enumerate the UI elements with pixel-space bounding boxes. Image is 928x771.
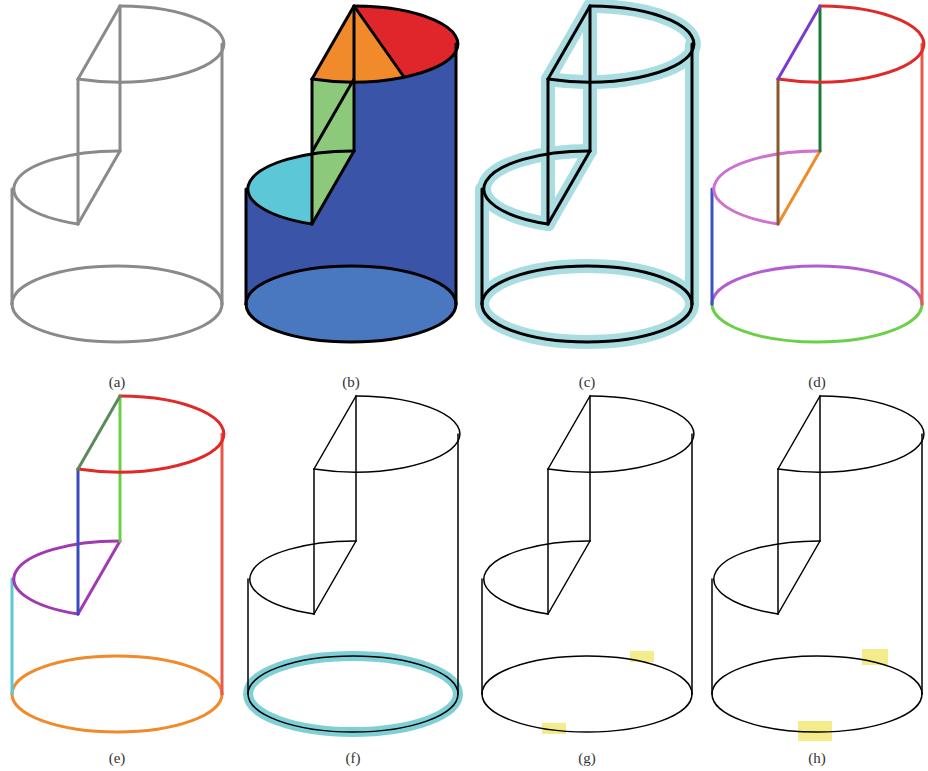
stroke-segment	[78, 396, 224, 472]
stroke-segment	[712, 304, 922, 342]
panel-label: (c)	[579, 373, 596, 391]
panel-label: (h)	[808, 749, 826, 767]
stroke-halo	[482, 6, 694, 342]
sketch-b	[246, 6, 458, 342]
stroke-segment	[778, 151, 820, 224]
panel-label: (g)	[578, 749, 596, 767]
orange-face	[312, 6, 404, 82]
stroke-sketch	[12, 6, 224, 342]
stroke-segment	[12, 694, 222, 732]
stroke-segment	[778, 6, 820, 79]
stroke-segment	[778, 6, 924, 82]
stroke-segment	[712, 266, 922, 304]
stroke-segment	[714, 151, 820, 224]
stroke-sketch	[246, 6, 458, 342]
stroke-sketch	[482, 6, 694, 342]
sketch-g	[482, 396, 694, 734]
sketch-a	[12, 6, 224, 342]
panel-label: (b)	[342, 373, 360, 391]
stroke-segment	[819, 6, 822, 151]
stroke-segment	[221, 434, 224, 694]
stroke-segment	[77, 469, 80, 614]
stroke-segment	[119, 396, 122, 541]
stroke-segment	[777, 79, 780, 224]
stroke-segment	[14, 541, 120, 614]
stroke-segment	[11, 579, 14, 694]
stroke-segment	[78, 541, 120, 614]
stroke-clean	[248, 396, 460, 732]
stroke-clean	[712, 396, 924, 732]
stroke-segment	[78, 396, 120, 469]
stroke-segment	[711, 189, 714, 304]
sketch-c	[482, 6, 694, 342]
face-edge	[312, 6, 404, 152]
upper-top-face	[312, 6, 458, 82]
panel-label: (e)	[109, 749, 126, 767]
panel-label: (d)	[808, 373, 826, 391]
stroke-segment	[12, 656, 222, 694]
sketch-e	[12, 396, 224, 732]
panel-label: (a)	[109, 373, 126, 391]
sketch-f	[248, 396, 460, 732]
stroke-segment	[921, 44, 924, 304]
panel-label: (f)	[346, 749, 361, 767]
stroke-clean	[482, 396, 694, 732]
sketch-d	[712, 6, 924, 342]
sketch-h	[712, 396, 924, 741]
